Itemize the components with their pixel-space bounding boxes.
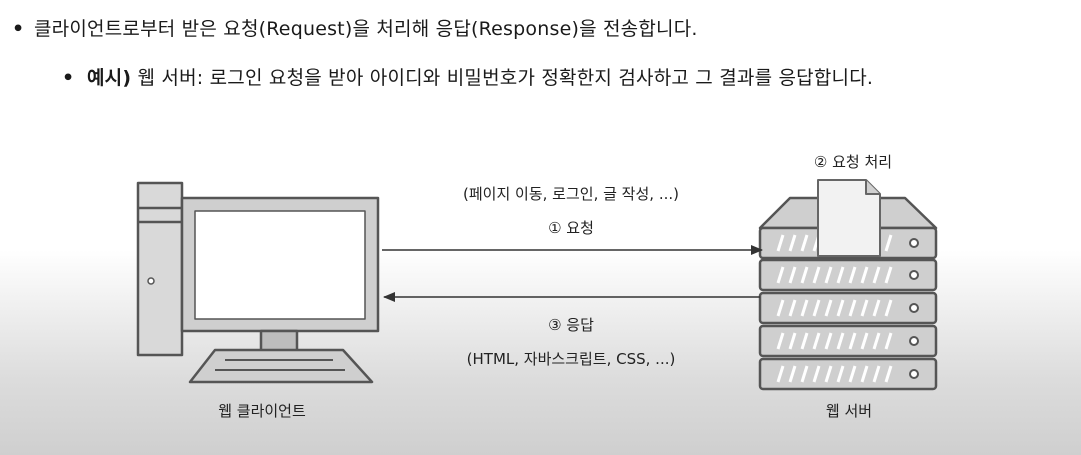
server-unit: [758, 357, 938, 391]
process-label: ② 요청 처리: [814, 153, 892, 171]
server-unit: [758, 258, 938, 292]
server-label: 웹 서버: [826, 402, 872, 420]
server-unit: [758, 324, 938, 358]
bullet-example: • 예시) 웹 서버: 로그인 요청을 받아 아이디와 비밀번호가 정확한지 검사…: [62, 63, 873, 90]
client-label: 웹 클라이언트: [218, 402, 306, 420]
bullet-main-text: 클라이언트로부터 받은 요청(Request)을 처리해 응답(Response…: [34, 18, 698, 40]
response-label: ③ 응답: [548, 316, 594, 334]
example-label: 예시): [87, 67, 132, 89]
document-icon: [817, 179, 881, 257]
monitor-screen: [194, 210, 366, 320]
bullet-main: • 클라이언트로부터 받은 요청(Request)을 처리해 응답(Respons…: [12, 14, 698, 41]
example-text: 웹 서버: 로그인 요청을 받아 아이디와 비밀번호가 정확한지 검사하고 그 …: [131, 67, 874, 89]
tower-power-button: [147, 277, 155, 285]
monitor-stand: [259, 329, 299, 353]
server-unit: [758, 291, 938, 325]
request-examples-label: (페이지 이동, 로그인, 글 작성, ...): [463, 185, 679, 203]
bullet-dot: •: [62, 67, 75, 89]
keyboard: [188, 348, 374, 384]
tower-case: [136, 181, 184, 357]
request-label: ① 요청: [548, 219, 594, 237]
server-rack-icon: [758, 179, 938, 391]
response-examples-label: (HTML, 자바스크립트, CSS, ...): [467, 350, 676, 368]
client-computer-icon: [136, 181, 380, 384]
bullet-dot: •: [12, 18, 25, 40]
